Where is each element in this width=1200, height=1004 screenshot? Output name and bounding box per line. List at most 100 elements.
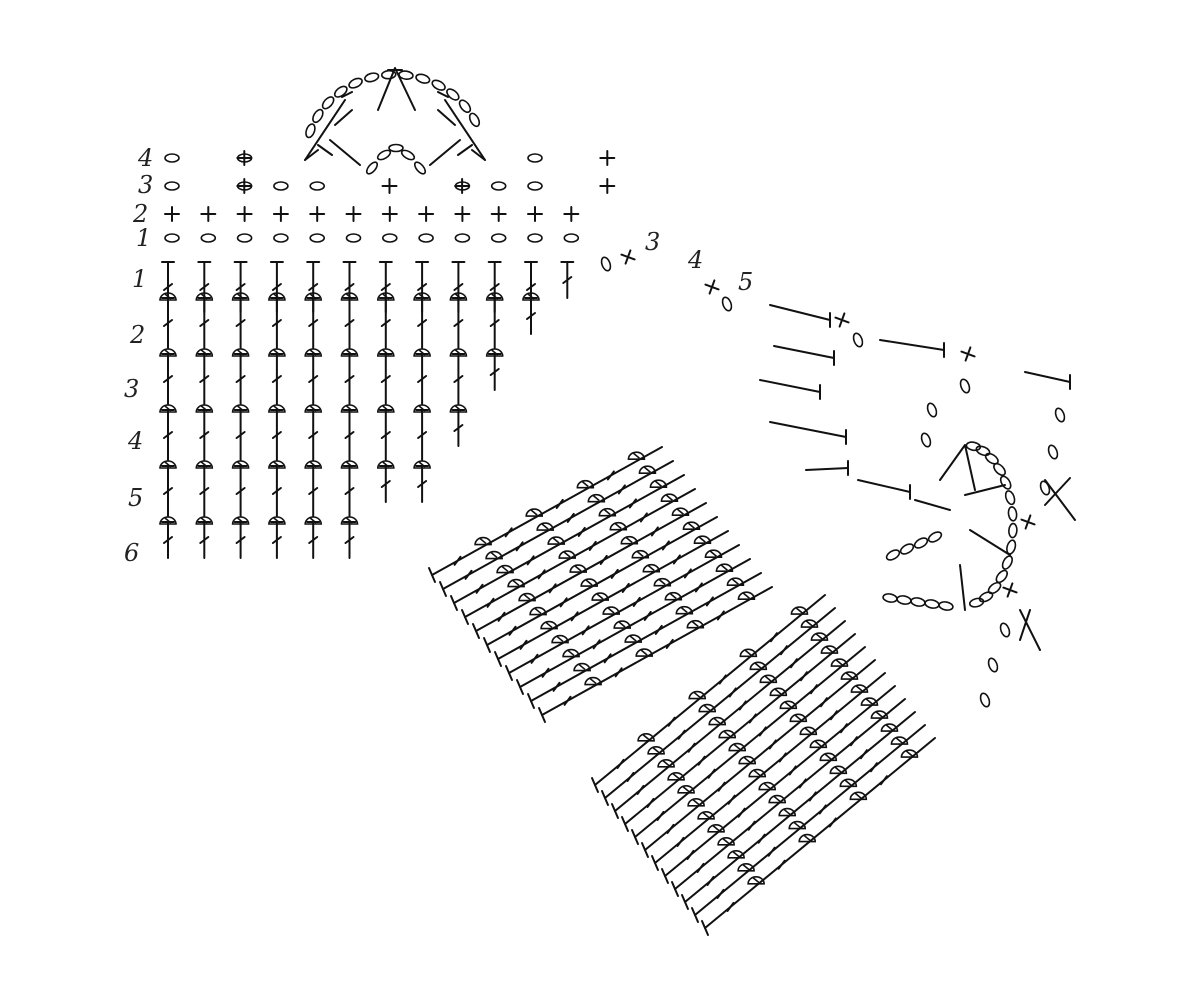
front-post-tick	[764, 675, 772, 682]
front-post-icon	[231, 292, 250, 301]
double-crochet-icon	[415, 297, 430, 349]
diagonal-stitch-block-lower	[591, 594, 936, 936]
front-post-tick	[479, 537, 487, 545]
single-crochet-stroke	[1002, 582, 1018, 598]
front-post-tick	[654, 480, 662, 487]
stitch-bar	[271, 319, 282, 327]
chain-icon	[415, 73, 431, 84]
stitch-start	[651, 855, 659, 871]
stitch-bar	[235, 487, 246, 495]
front-post-icon	[768, 794, 787, 804]
stitch-bar	[163, 283, 173, 291]
front-post-icon	[726, 577, 745, 587]
front-post-tick	[625, 537, 633, 544]
front-post-icon	[485, 550, 503, 560]
chain-icon	[273, 233, 289, 243]
diagonal-stitch-row	[614, 620, 846, 812]
front-post-icon	[195, 404, 214, 413]
stitch-bar	[344, 487, 355, 495]
front-post-icon	[682, 521, 701, 531]
double-crochet-icon	[197, 409, 212, 461]
front-post-tick	[273, 517, 281, 524]
single-crochet-icon	[960, 346, 976, 362]
front-post-icon	[547, 536, 566, 545]
front-post-icon	[558, 550, 577, 559]
stitch-bar	[308, 283, 319, 291]
front-post-icon	[195, 348, 214, 357]
stitch-bar	[626, 771, 635, 782]
row-label: 3	[645, 228, 660, 256]
front-post-tick	[418, 405, 426, 412]
front-post-icon	[759, 674, 778, 684]
front-post-icon	[304, 404, 323, 413]
stitch-start	[483, 637, 491, 653]
chain-icon	[490, 181, 507, 191]
front-post-icon	[449, 292, 468, 301]
front-post-icon	[496, 564, 514, 574]
chain-icon	[984, 452, 999, 465]
chain-icon	[333, 85, 348, 98]
front-post-tick	[273, 349, 281, 356]
stitch-bar	[380, 431, 391, 439]
double-crochet-icon	[415, 409, 430, 461]
front-post-icon	[340, 348, 359, 357]
double-crochet-icon	[342, 465, 357, 517]
front-post-tick	[309, 293, 317, 300]
row-label: 1	[132, 265, 147, 293]
stitch-bar	[235, 319, 246, 327]
stitch-bar	[839, 723, 848, 734]
stitch-bar	[717, 781, 726, 792]
front-post-icon	[376, 348, 395, 357]
front-post-tick	[691, 621, 699, 628]
stitch-bar	[705, 596, 714, 607]
front-post-tick	[793, 821, 801, 829]
stitch-bar	[748, 713, 757, 724]
stitch-bar	[380, 283, 391, 291]
double-crochet-icon	[451, 409, 466, 447]
front-post-tick	[200, 349, 208, 356]
double-crochet-icon	[161, 297, 175, 349]
side-stitch	[879, 339, 945, 351]
front-post-tick	[382, 405, 390, 412]
single-crochet-stroke	[620, 249, 636, 265]
chain-icon	[273, 181, 289, 191]
front-post-icon	[413, 460, 431, 469]
stitch-bar	[694, 582, 703, 593]
stitch-bar	[777, 859, 786, 870]
stitch-bar	[788, 765, 797, 776]
chain-icon	[896, 595, 912, 605]
stitch-bar	[344, 319, 355, 327]
side-stitch	[769, 304, 831, 321]
stitch-bar	[417, 319, 428, 327]
front-post-tick	[596, 593, 604, 600]
front-post-icon	[195, 516, 214, 525]
front-post-tick	[200, 461, 208, 468]
stitch-bar	[526, 555, 535, 566]
diagonal-stitch-row	[594, 594, 826, 786]
front-post-tick	[556, 635, 564, 643]
stitch-bar	[621, 582, 630, 593]
front-post-tick	[720, 564, 728, 571]
front-post-tick	[636, 551, 644, 558]
front-post-icon	[727, 850, 745, 859]
front-post-icon	[591, 592, 610, 601]
single-crochet-stroke	[381, 206, 398, 222]
chain-icon	[309, 233, 326, 243]
stitch-bar	[555, 498, 564, 509]
front-post-tick	[273, 461, 281, 468]
stitch-start	[631, 829, 639, 845]
front-post-tick	[418, 293, 426, 300]
stitch-bar	[799, 671, 808, 682]
chain-icon	[987, 657, 999, 673]
chain-icon	[882, 593, 898, 603]
front-post-tick	[164, 517, 172, 524]
stitch-bar	[519, 639, 528, 650]
single-crochet-icon	[599, 178, 616, 194]
single-crochet-stroke	[345, 206, 362, 222]
front-post-tick	[693, 691, 701, 699]
stitch-start	[439, 581, 447, 597]
stitch-bar	[199, 487, 210, 495]
front-post-icon	[647, 746, 665, 755]
row-label: 5	[738, 268, 753, 296]
front-post-tick	[164, 349, 172, 356]
